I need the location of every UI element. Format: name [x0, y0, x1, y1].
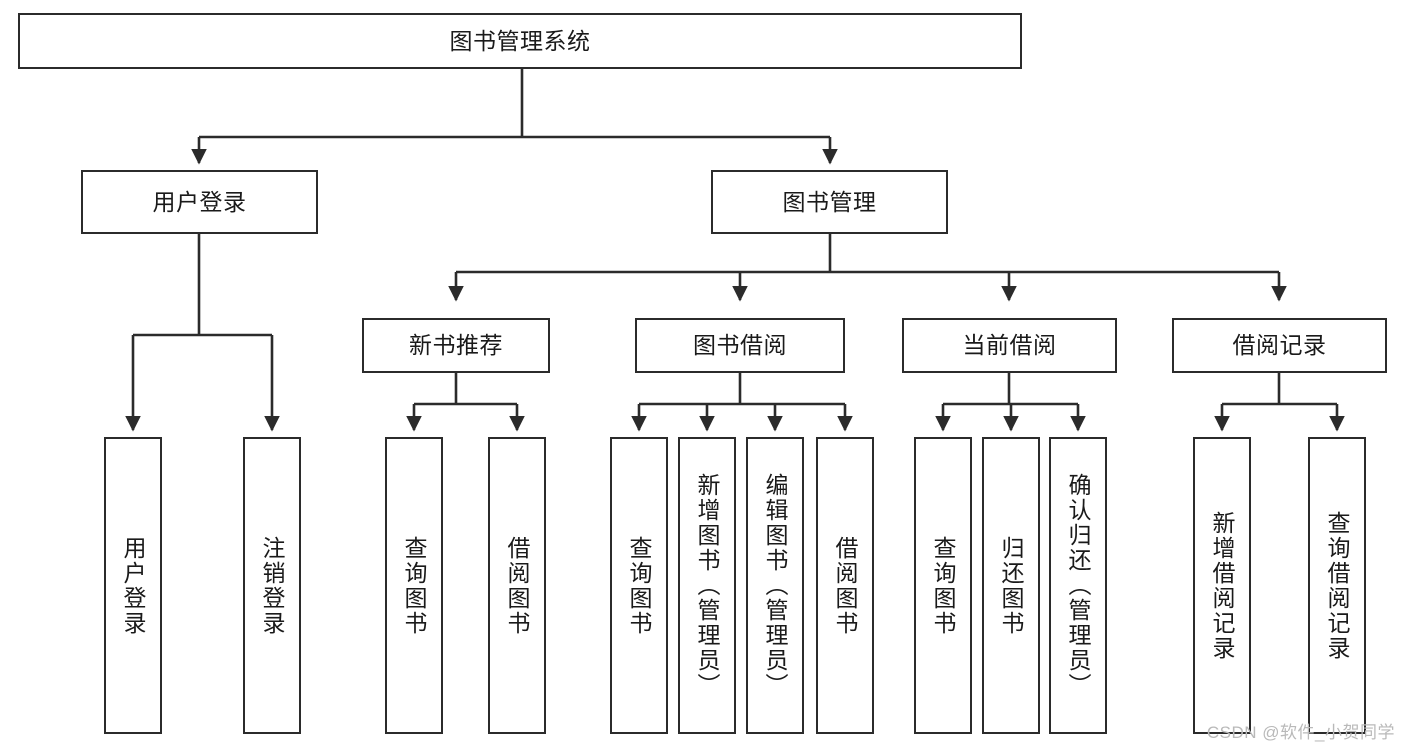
node-leaf-cb-return-book[interactable]: 归还图书: [982, 437, 1040, 734]
node-leaf-bb-edit-book[interactable]: 编辑图书（管理员）: [746, 437, 804, 734]
node-book-borrow-label: 图书借阅: [693, 332, 787, 359]
node-leaf-bb-add-book-label: 新增图书（管理员）: [694, 473, 721, 698]
node-leaf-cb-confirm-return-label: 确认归还（管理员）: [1065, 473, 1092, 698]
node-leaf-br-query-record-label: 查询借阅记录: [1324, 510, 1351, 661]
node-book-borrow[interactable]: 图书借阅: [635, 318, 845, 373]
node-leaf-user-login-label: 用户登录: [120, 535, 147, 636]
node-user-login[interactable]: 用户登录: [81, 170, 318, 234]
node-leaf-nb-borrow-book[interactable]: 借阅图书: [488, 437, 546, 734]
node-borrow-record-label: 借阅记录: [1232, 332, 1327, 359]
node-leaf-br-query-record[interactable]: 查询借阅记录: [1308, 437, 1366, 734]
node-leaf-bb-add-book[interactable]: 新增图书（管理员）: [678, 437, 736, 734]
node-leaf-user-login[interactable]: 用户登录: [104, 437, 162, 734]
node-leaf-cb-confirm-return[interactable]: 确认归还（管理员）: [1049, 437, 1107, 734]
node-leaf-nb-query-book[interactable]: 查询图书: [385, 437, 443, 734]
node-leaf-cb-query-book[interactable]: 查询图书: [914, 437, 972, 734]
node-root-label: 图书管理系统: [449, 27, 591, 54]
node-leaf-logout[interactable]: 注销登录: [243, 437, 301, 734]
node-borrow-record[interactable]: 借阅记录: [1172, 318, 1387, 373]
node-leaf-nb-borrow-book-label: 借阅图书: [504, 535, 531, 636]
node-book-management-label: 图书管理: [782, 188, 877, 215]
node-leaf-cb-return-book-label: 归还图书: [998, 535, 1025, 636]
node-current-borrow[interactable]: 当前借阅: [902, 318, 1117, 373]
node-leaf-bb-borrow-book-label: 借阅图书: [832, 535, 859, 636]
node-leaf-nb-query-book-label: 查询图书: [401, 535, 428, 636]
node-leaf-br-add-record-label: 新增借阅记录: [1209, 510, 1236, 661]
node-book-management[interactable]: 图书管理: [711, 170, 948, 234]
node-leaf-logout-label: 注销登录: [259, 535, 286, 636]
node-new-book-recommend[interactable]: 新书推荐: [362, 318, 550, 373]
node-leaf-br-add-record[interactable]: 新增借阅记录: [1193, 437, 1251, 734]
node-leaf-bb-query-book[interactable]: 查询图书: [610, 437, 668, 734]
node-leaf-bb-borrow-book[interactable]: 借阅图书: [816, 437, 874, 734]
node-leaf-bb-edit-book-label: 编辑图书（管理员）: [762, 473, 789, 698]
node-root[interactable]: 图书管理系统: [18, 13, 1022, 69]
node-leaf-cb-query-book-label: 查询图书: [930, 535, 957, 636]
node-current-borrow-label: 当前借阅: [962, 332, 1057, 359]
node-leaf-bb-query-book-label: 查询图书: [626, 535, 653, 636]
node-user-login-label: 用户登录: [152, 188, 247, 215]
node-new-book-recommend-label: 新书推荐: [409, 332, 503, 359]
